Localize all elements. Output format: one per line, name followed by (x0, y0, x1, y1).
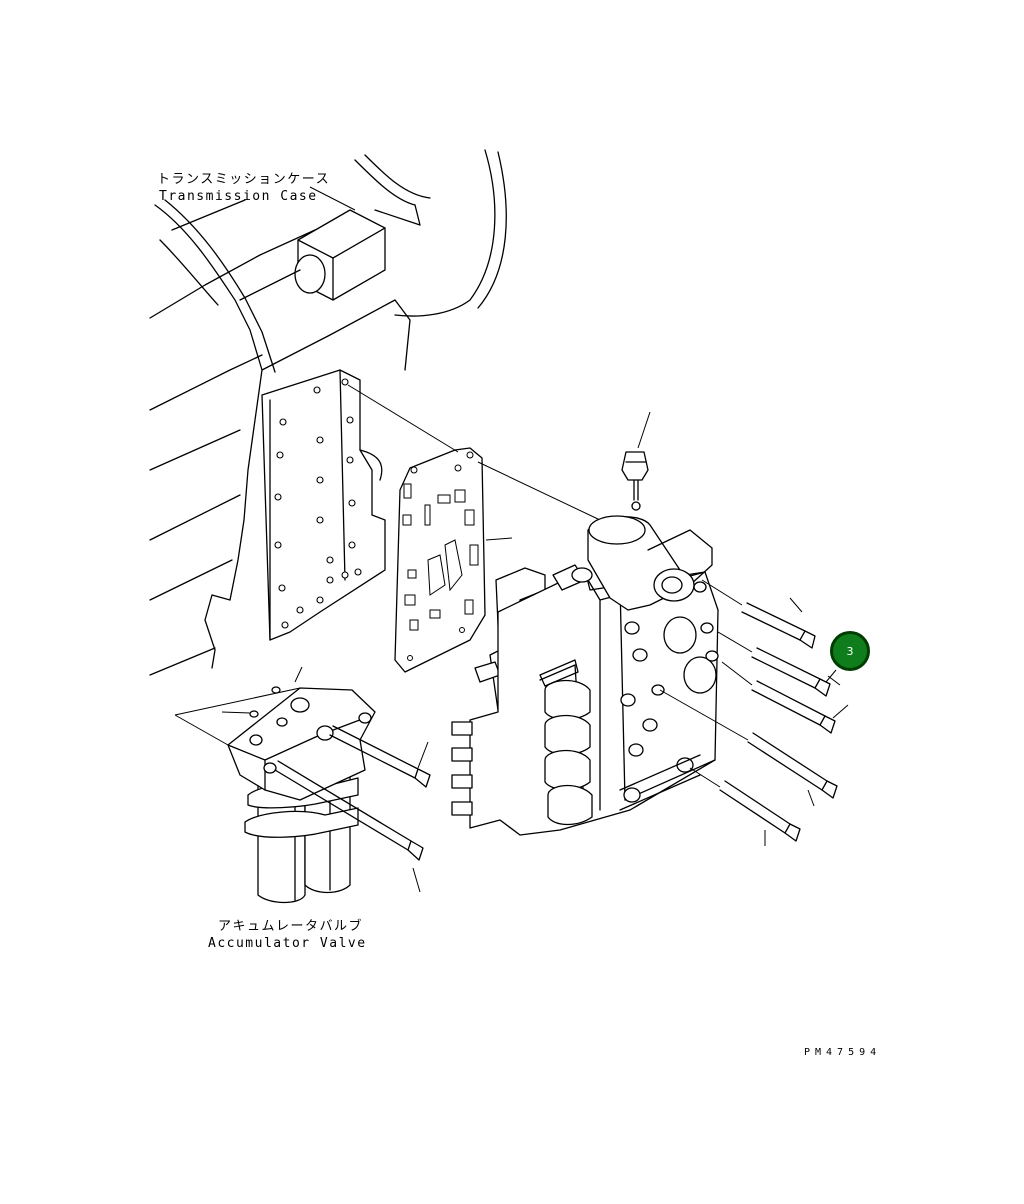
valve-bolts (659, 579, 849, 846)
leader-line (347, 384, 459, 453)
transmission-case-label-jp: トランスミッションケース (157, 172, 331, 187)
gasket (394, 447, 513, 673)
transmission-case (149, 149, 507, 676)
sensor (621, 411, 651, 511)
drawing-code: PM47594 (804, 1047, 882, 1058)
spool-caps (544, 679, 593, 826)
mounting-holes (274, 378, 362, 629)
leader-line (309, 186, 356, 211)
leader-line (477, 461, 601, 521)
accumulator-valve-label-en: Accumulator Valve (208, 936, 367, 951)
valve-plugs (620, 581, 719, 803)
callout-leader (825, 669, 837, 683)
control-valve (451, 515, 719, 836)
transmission-case-label-en: Transmission Case (159, 189, 318, 204)
valve-teeth (451, 721, 473, 816)
accumulator-valve-label-jp: アキュムレータバルブ (218, 919, 364, 934)
callout-marker[interactable]: 3 (830, 631, 870, 671)
accumulator-valve (174, 666, 431, 904)
callout-number: 3 (846, 644, 854, 658)
